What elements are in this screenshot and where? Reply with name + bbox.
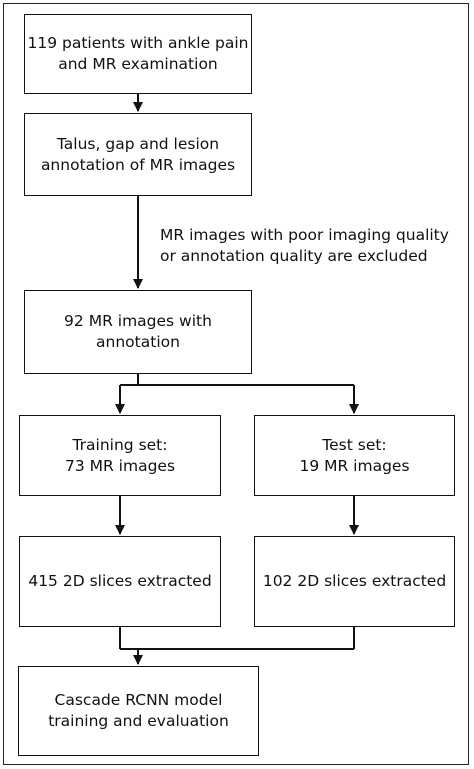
train-slices-box: 415 2D slices extracted [19, 536, 221, 627]
model-box: Cascade RCNN model training and evaluati… [18, 666, 259, 756]
patients-box: 119 patients with ankle pain and MR exam… [24, 14, 252, 94]
patients-text: 119 patients with ankle pain and MR exam… [27, 34, 249, 73]
mr-images-text: 92 MR images with annotation [64, 312, 212, 351]
training-set-box: Training set: 73 MR images [19, 415, 221, 496]
figure-border [3, 3, 469, 765]
model-text: Cascade RCNN model training and evaluati… [48, 691, 229, 730]
test-set-text: Test set: 19 MR images [299, 435, 410, 475]
training-set-text: Training set: 73 MR images [64, 435, 176, 475]
annotation-box: Talus, gap and lesion annotation of MR i… [24, 113, 252, 196]
test-slices-text: 102 2D slices extracted [262, 572, 447, 590]
exclusion-note: MR images with poor imaging quality or a… [160, 226, 449, 265]
test-set-box: Test set: 19 MR images [254, 415, 455, 496]
test-slices-box: 102 2D slices extracted [254, 536, 455, 627]
annotation-text: Talus, gap and lesion annotation of MR i… [40, 134, 236, 174]
train-slices-text: 415 2D slices extracted [28, 572, 212, 590]
mr-images-box: 92 MR images with annotation [24, 290, 252, 374]
